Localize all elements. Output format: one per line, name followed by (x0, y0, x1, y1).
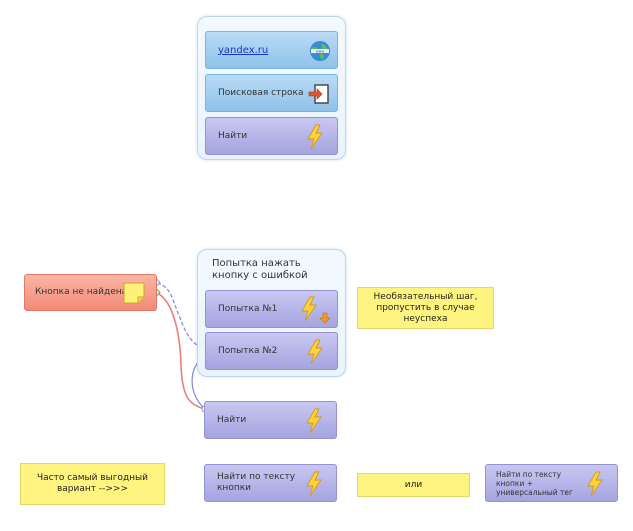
group-bottom-title: Попытка нажать кнопку с ошибкой (212, 258, 308, 281)
group-bottom: Попытка нажать кнопку с ошибкой Попытка … (197, 249, 346, 377)
group-top: yandex.ru www Поисковая строка Найти (197, 16, 346, 160)
lightning-icon (301, 296, 317, 322)
node-find-by-text[interactable]: Найти по тексту кнопки (204, 464, 337, 502)
arrow-down-icon (319, 312, 331, 324)
globe-icon: www (310, 41, 330, 61)
node-find-top[interactable]: Найти (205, 117, 338, 155)
node-attempt-2[interactable]: Попытка №2 (205, 332, 338, 370)
node-button-not-found[interactable]: Кнопка не найдена! (24, 274, 157, 311)
note-or: или (357, 473, 470, 497)
note-optional-step: Необязательный шаг, пропустить в случае … (357, 287, 494, 329)
node-yandex-label[interactable]: yandex.ru (218, 44, 269, 56)
note-best-option: Часто самый выгодный вариант -->>> (20, 463, 165, 505)
node-yandex[interactable]: yandex.ru www (205, 31, 338, 69)
node-find-universal-label: Найти по тексту кнопки + универсальный т… (496, 469, 573, 497)
node-find-top-label: Найти (218, 130, 248, 141)
lightning-icon (307, 339, 323, 365)
note-or-text: или (404, 479, 423, 490)
lightning-icon (587, 471, 603, 497)
node-attempt-1-label: Попытка №1 (218, 303, 278, 314)
node-attempt-1[interactable]: Попытка №1 (205, 290, 338, 328)
svg-text:www: www (316, 49, 325, 53)
connector-red (156, 292, 206, 410)
lightning-icon (306, 471, 322, 497)
sticky-note-icon (123, 282, 145, 304)
node-find[interactable]: Найти (204, 401, 337, 439)
input-arrow-icon (308, 84, 329, 104)
node-find-by-text-label: Найти по тексту кнопки (217, 472, 296, 493)
node-find-universal[interactable]: Найти по тексту кнопки + универсальный т… (485, 464, 618, 502)
node-button-not-found-label: Кнопка не найдена! (35, 287, 131, 297)
node-search-field[interactable]: Поисковая строка (205, 74, 338, 112)
note-best-option-text: Часто самый выгодный вариант -->>> (36, 473, 149, 494)
lightning-icon (307, 124, 323, 150)
node-attempt-2-label: Попытка №2 (218, 345, 278, 356)
note-optional-step-text: Необязательный шаг, пропустить в случае … (373, 291, 478, 324)
node-search-field-label: Поисковая строка (218, 87, 304, 98)
node-find-label: Найти (217, 414, 247, 425)
lightning-icon (306, 408, 322, 434)
connector-dashed (156, 282, 205, 350)
